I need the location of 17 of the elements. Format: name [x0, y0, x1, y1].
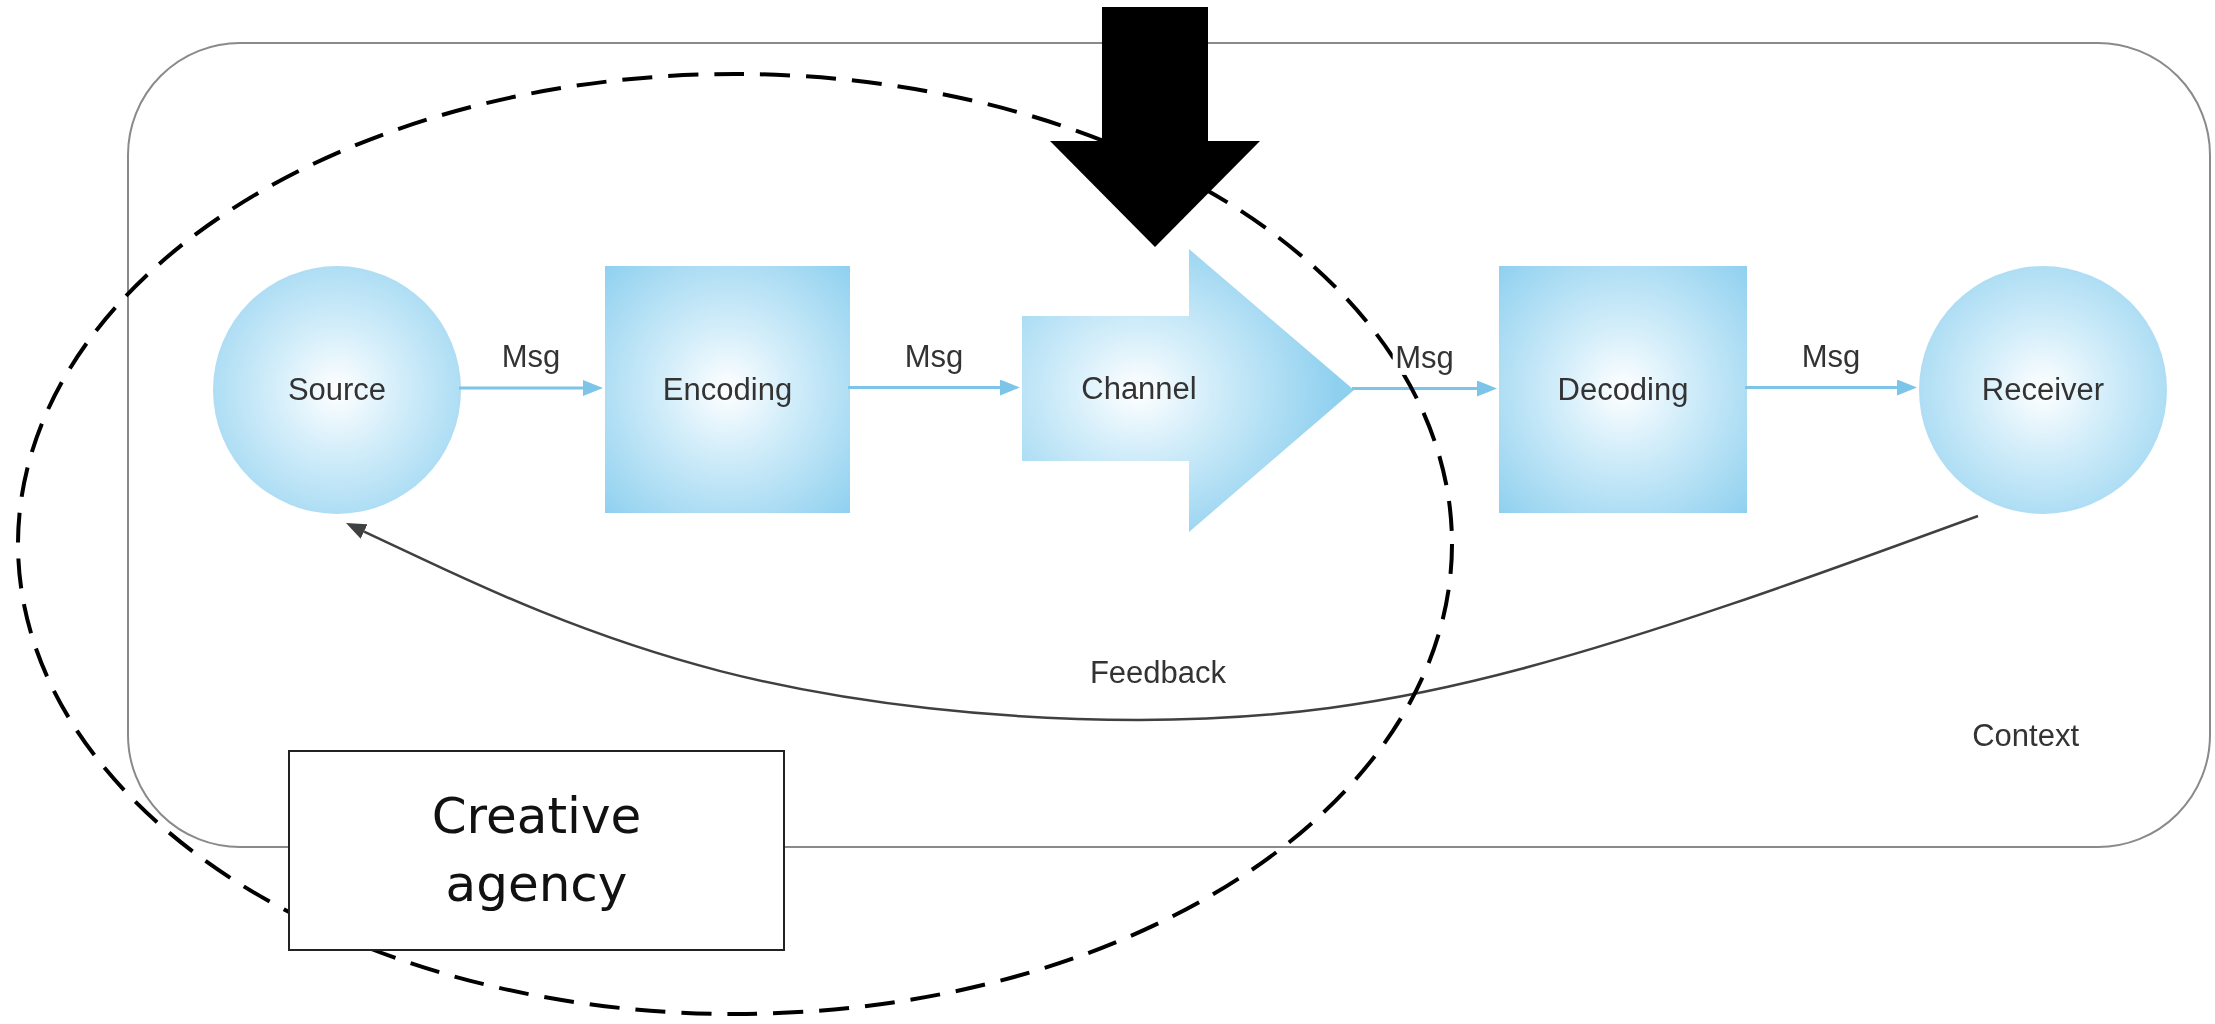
process-square: [605, 266, 850, 513]
node-label: Encoding: [662, 371, 793, 408]
node-label: Channel: [1081, 370, 1197, 407]
node-label: Receiver: [1981, 372, 2105, 408]
arrow: [1352, 380, 1497, 397]
channel-arrow-shape: [1022, 249, 1354, 532]
node-label: Decoding: [1557, 371, 1689, 408]
arrow: [1745, 379, 1917, 396]
context-label: Context: [1972, 718, 2079, 754]
node-label: Creative agency: [430, 786, 643, 915]
arrow: [848, 379, 1020, 396]
node-label: Source: [287, 372, 387, 408]
label-box: [288, 750, 785, 951]
arrow: [346, 514, 1979, 722]
arrow: [459, 380, 603, 396]
process-square: [1499, 266, 1747, 513]
thick-arrow: [1050, 7, 1260, 247]
